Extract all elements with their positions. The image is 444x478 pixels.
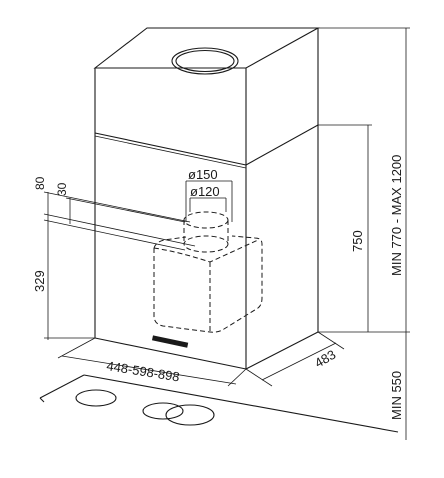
diameter-dimensions: ø150 ø120 — [185, 167, 233, 222]
right-dimensions: 750 MIN 770 - MAX 1200 MIN 550 — [318, 27, 410, 440]
dim-total-height: MIN 770 - MAX 1200 — [389, 155, 404, 276]
burner-right — [165, 404, 215, 426]
depth-dimension: 483 — [245, 331, 345, 387]
dim-height-329: 329 — [32, 270, 47, 292]
hood-body — [94, 125, 319, 370]
dim-offset-30: 30 — [55, 182, 69, 196]
dim-depth: 483 — [312, 347, 338, 371]
chimney-box — [93, 27, 321, 169]
cooktop — [39, 374, 399, 433]
control-panel — [151, 335, 189, 348]
dim-hob-clearance: MIN 550 — [389, 371, 404, 420]
burner-middle — [142, 402, 184, 420]
left-dimensions: 80 30 329 — [32, 176, 196, 340]
dim-outlet-inner: ø120 — [190, 184, 220, 199]
top-outlet — [171, 47, 239, 75]
burner-left — [75, 389, 117, 407]
dim-body-height: 750 — [350, 230, 365, 252]
width-dimension: 448-598-898 — [57, 337, 247, 387]
motor-housing-hidden — [153, 211, 263, 333]
dim-outlet-outer: ø150 — [188, 167, 218, 182]
dim-offset-80: 80 — [33, 176, 47, 190]
